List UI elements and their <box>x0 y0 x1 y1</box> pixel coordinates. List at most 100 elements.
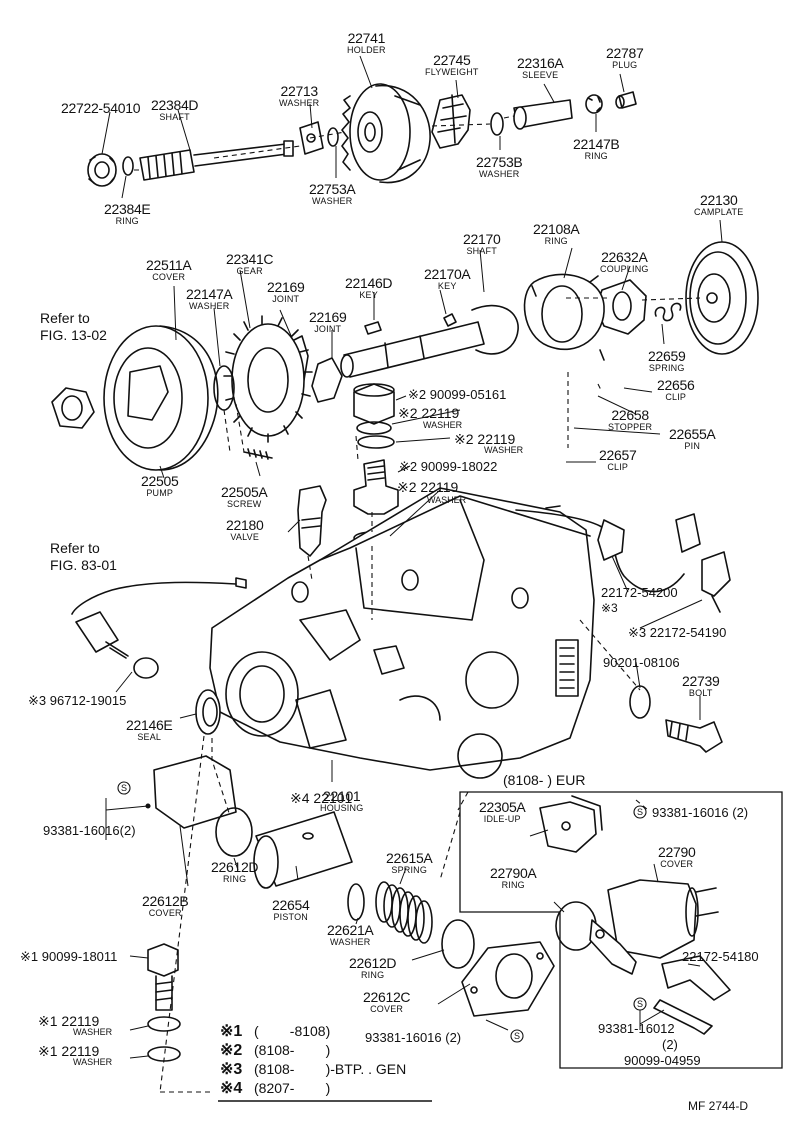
part-number: 22790 <box>658 844 696 860</box>
lever-link <box>589 919 637 975</box>
part-name: RING <box>501 880 525 890</box>
part-number: 22108A <box>533 221 580 237</box>
plug-22787 <box>615 91 637 109</box>
idle-up-22305a <box>539 795 603 853</box>
part-name: VALVE <box>230 532 260 542</box>
legend: ※1( -8108) ※2(8108- ) ※3(8108- )-BTP. . … <box>220 1022 406 1098</box>
reference-fig-83-01[interactable]: Refer to FIG. 83-01 <box>50 540 117 573</box>
seal-22146e <box>195 689 221 735</box>
part-number: 22147A <box>186 286 233 302</box>
part-name: COVER <box>660 859 694 869</box>
note-22119-d-name: WASHER <box>73 1027 113 1037</box>
part-name: SHAFT <box>466 246 497 256</box>
part-number: 22739 <box>682 673 720 689</box>
part-name: CLIP <box>665 392 687 402</box>
part-number: 22612B <box>142 893 189 909</box>
ring-22108a <box>523 273 605 361</box>
washer-22119-d <box>147 1016 181 1032</box>
note-22172-54180: 22172-54180 <box>682 949 759 964</box>
housing-22101 <box>209 487 595 779</box>
note-22119-d: ※1 22119 <box>38 1013 100 1029</box>
bracket-22172-54180 <box>661 955 731 1001</box>
connector-22172-54200 <box>597 519 625 561</box>
part-name: BOLT <box>688 688 713 698</box>
cover-22612c <box>461 941 555 1017</box>
part-number: 22169 <box>309 309 347 325</box>
part-name: KEY <box>437 281 457 291</box>
part-number: 22511A <box>146 257 192 273</box>
ring-22384e <box>122 156 134 176</box>
part-number: 22169 <box>267 279 305 295</box>
part-name: HOLDER <box>347 45 386 55</box>
part-number: 22180 <box>226 517 264 533</box>
part-number: 22384E <box>104 201 151 217</box>
shaft-22170 <box>340 304 519 378</box>
washer-22119-a <box>356 421 392 435</box>
piston-22654 <box>253 811 353 889</box>
screw-90099-18011 <box>147 943 179 1011</box>
svg-text:S: S <box>514 1031 520 1041</box>
note-22119-b-name: WASHER <box>484 445 524 455</box>
part-name: SLEEVE <box>522 70 559 80</box>
part-number: 22612C <box>363 989 411 1005</box>
part-name: RING <box>584 151 608 161</box>
part-name: STOPPER <box>608 422 653 432</box>
part-number: 22170 <box>463 231 501 247</box>
legend-text: ( -8108) <box>254 1023 331 1039</box>
part-name: SCREW <box>226 499 262 509</box>
part-name: COVER <box>148 908 182 918</box>
key-22146d <box>364 321 382 335</box>
note-22119-a: ※2 22119 <box>398 405 460 421</box>
part-name: JOINT <box>272 294 300 304</box>
holder-22741 <box>341 83 431 184</box>
note-93381-16016-bottom: 93381-16016 (2) <box>365 1030 462 1045</box>
part-number: 22612D <box>349 955 397 971</box>
note-93381-16016-left: 93381-16016(2) <box>43 823 136 838</box>
note-90099-05161: ※2 90099-05161 <box>408 387 507 402</box>
wire-harness-2 <box>545 505 561 509</box>
part-number: 22146E <box>126 717 173 733</box>
part-name: WASHER <box>330 937 371 947</box>
ring-22790a <box>555 901 597 951</box>
cap-90099-05161 <box>353 383 395 425</box>
bolt-22739 <box>665 719 723 753</box>
svg-text:S: S <box>121 783 127 793</box>
gear-22341c <box>223 315 313 443</box>
part-name: GEAR <box>236 266 263 276</box>
part-number: 22787 <box>606 45 644 61</box>
washer-22621a <box>347 883 365 921</box>
reference-fig-13-02[interactable]: Refer to FIG. 13-02 <box>40 310 107 343</box>
part-number: 22657 <box>599 447 637 463</box>
part-name: SPRING <box>648 363 685 373</box>
joint-22169-small <box>311 357 343 403</box>
part-number: 22316A <box>517 55 564 71</box>
nut-fig13 <box>51 387 95 429</box>
legend-text: (8108- )-BTP. . GEN <box>254 1061 407 1077</box>
washer-22753a <box>327 127 339 147</box>
note-90201-08106: 90201-08106 <box>603 655 680 670</box>
part-number: 22147B <box>573 136 620 152</box>
note-22119-c: ※2 22119 <box>397 479 459 495</box>
